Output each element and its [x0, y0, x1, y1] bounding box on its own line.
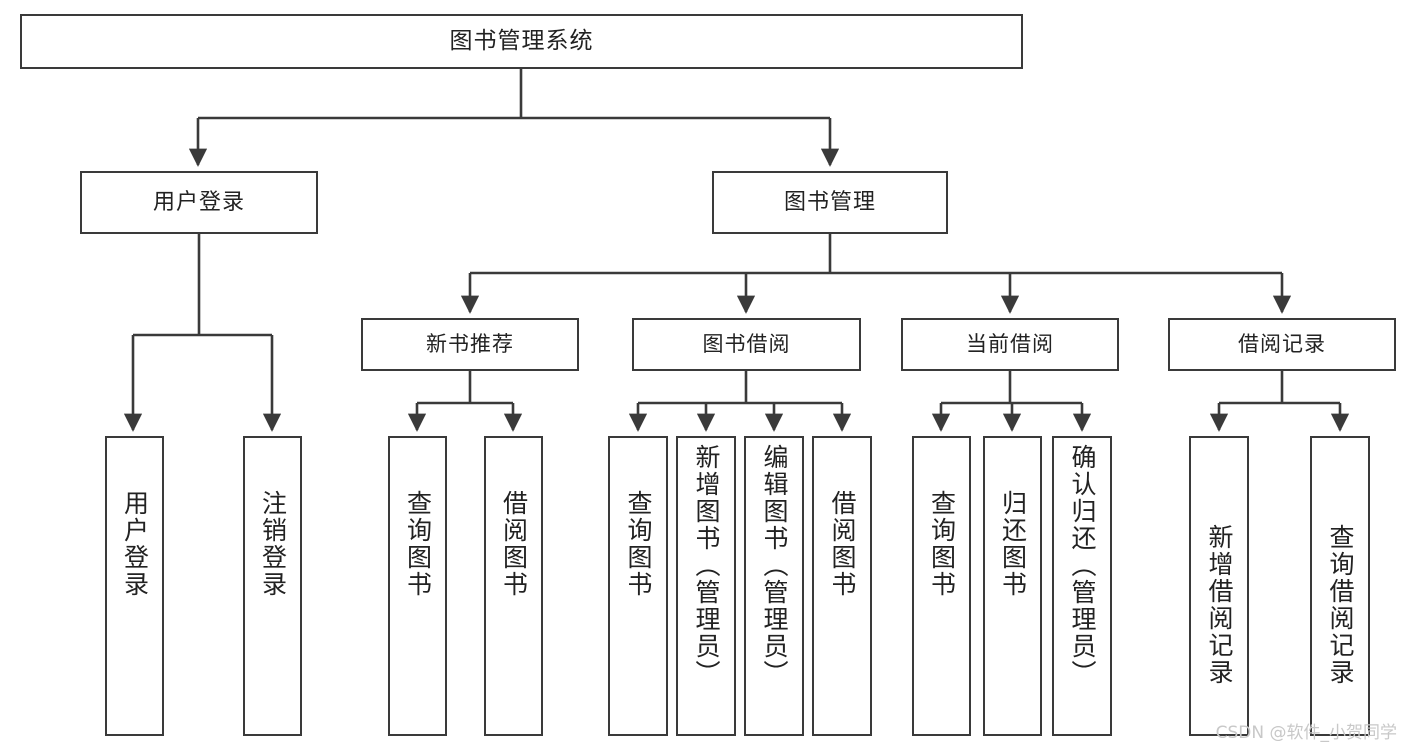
node-label: 借阅记录	[1238, 332, 1326, 357]
node-label: 编辑图书（管理员）	[760, 444, 789, 687]
node-borrow-record[interactable]: 借阅记录	[1168, 318, 1396, 371]
leaf-node[interactable]: 新增图书（管理员）	[676, 436, 736, 736]
node-label: 查询图书	[403, 490, 433, 598]
node-book-borrow[interactable]: 图书借阅	[632, 318, 861, 371]
node-label: 新增借阅记录	[1205, 524, 1234, 686]
node-book-management[interactable]: 图书管理	[712, 171, 948, 234]
node-root-system[interactable]: 图书管理系统	[20, 14, 1023, 69]
node-label: 归还图书	[998, 490, 1028, 598]
node-label: 查询图书	[624, 490, 653, 598]
leaf-node[interactable]: 借阅图书	[812, 436, 872, 736]
node-new-book-recommend[interactable]: 新书推荐	[361, 318, 579, 371]
node-label: 用户登录	[120, 490, 150, 598]
node-label: 用户登录	[152, 189, 245, 215]
node-label: 注销登录	[258, 490, 288, 598]
leaf-node[interactable]: 编辑图书（管理员）	[744, 436, 804, 736]
node-label: 查询借阅记录	[1326, 524, 1355, 686]
leaf-node[interactable]: 查询图书	[388, 436, 447, 736]
leaf-node[interactable]: 新增借阅记录	[1189, 436, 1249, 736]
node-label: 新书推荐	[426, 332, 514, 357]
node-label: 图书管理系统	[449, 27, 594, 54]
leaf-node[interactable]: 借阅图书	[484, 436, 543, 736]
leaf-node[interactable]: 归还图书	[983, 436, 1042, 736]
leaf-node[interactable]: 查询图书	[912, 436, 971, 736]
node-label: 确认归还（管理员）	[1068, 444, 1097, 687]
node-label: 查询图书	[927, 490, 957, 598]
leaf-node[interactable]: 查询借阅记录	[1310, 436, 1370, 736]
node-label: 借阅图书	[828, 490, 857, 598]
node-label: 图书借阅	[702, 332, 791, 357]
node-label: 新增图书（管理员）	[692, 444, 721, 687]
node-label: 图书管理	[783, 189, 876, 215]
node-label: 当前借阅	[966, 332, 1054, 357]
watermark: CSDN @软件_小贺同学	[1215, 723, 1397, 743]
leaf-node[interactable]: 用户登录	[105, 436, 164, 736]
node-current-borrow[interactable]: 当前借阅	[901, 318, 1119, 371]
leaf-node[interactable]: 注销登录	[243, 436, 302, 736]
leaf-node[interactable]: 确认归还（管理员）	[1052, 436, 1112, 736]
leaf-node[interactable]: 查询图书	[608, 436, 668, 736]
node-user-login[interactable]: 用户登录	[80, 171, 318, 234]
node-label: 借阅图书	[499, 490, 529, 598]
